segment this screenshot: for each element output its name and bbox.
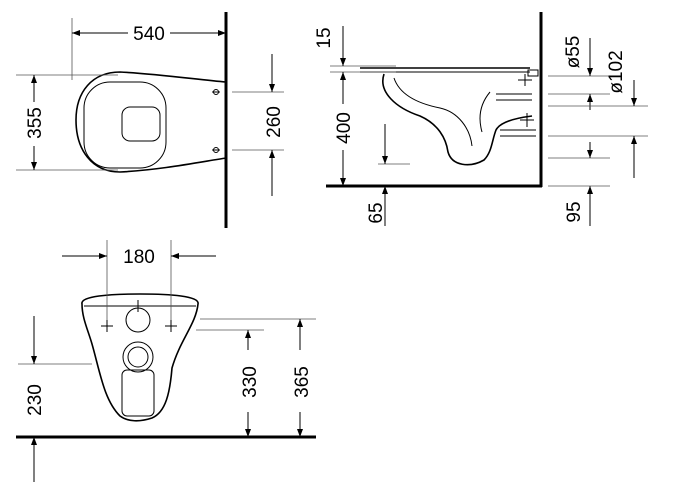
bowl-top-outline — [75, 71, 227, 173]
fixing-width-180-label: 180 — [123, 247, 155, 268]
height-400-label: 400 — [334, 112, 355, 144]
inlet-diameter-55-label: ø55 — [563, 36, 584, 69]
fixing-spacing-260-label: 260 — [264, 106, 285, 138]
fixing-cross-left — [101, 320, 113, 332]
side-view: 15 400 65 ø55 ø102 9 — [314, 12, 648, 226]
fixing-hole-top — [212, 89, 220, 95]
outlet-axis-330-label: 330 — [240, 366, 261, 398]
depth-355-label: 355 — [25, 107, 46, 139]
outlet-diameter-102-label: ø102 — [606, 50, 627, 93]
floor-gap-65-label: 65 — [366, 202, 387, 223]
front-view: 180 230 330 365 — [16, 240, 316, 482]
fixing-height-365-label: 365 — [292, 366, 313, 398]
floor-230-label: 230 — [25, 384, 46, 416]
fixing-hole-bottom — [212, 147, 220, 153]
top-view: 540 355 260 — [16, 12, 285, 228]
bowl-front-outline — [81, 293, 199, 422]
outlet-height-95-label: 95 — [564, 201, 585, 222]
seat-outline — [83, 81, 167, 169]
pedestal — [121, 369, 155, 417]
width-540-label: 540 — [133, 24, 165, 45]
fixing-cross-right — [165, 320, 177, 332]
top-15-label: 15 — [314, 27, 335, 48]
bowl-side-profile — [382, 73, 533, 166]
seat-lid-inner — [121, 106, 161, 142]
outlet-circle — [122, 341, 154, 373]
